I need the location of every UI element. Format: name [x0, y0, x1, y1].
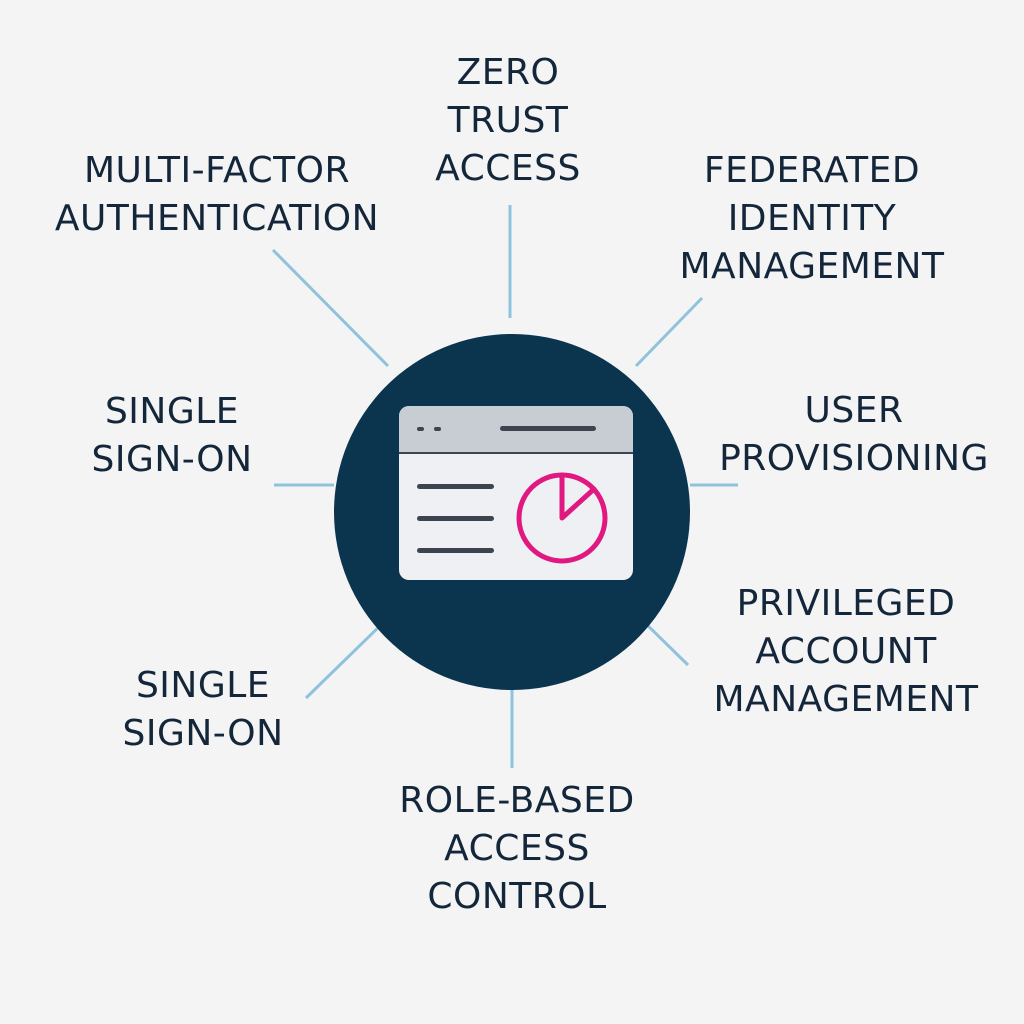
label-line: ACCOUNT: [755, 631, 937, 672]
text-line-1: [417, 484, 494, 489]
label-line: PROVISIONING: [719, 438, 989, 479]
label-line: SINGLE: [104, 391, 240, 432]
label-federated-identity-management: FEDERATED IDENTITY MANAGEMENT: [652, 147, 972, 291]
browser-window-with-pie-chart-icon: [399, 406, 633, 580]
label-user-provisioning: USER PROVISIONING: [704, 387, 1004, 483]
label-line: USER: [804, 390, 904, 431]
label-line: AUTHENTICATION: [54, 198, 380, 239]
label-line: ZERO: [456, 52, 560, 93]
label-line: MANAGEMENT: [713, 679, 979, 720]
label-line: ACCESS: [444, 828, 590, 869]
label-single-sign-on-upper: SINGLE SIGN-ON: [62, 388, 282, 484]
connector-single-sign-on-lower: [304, 618, 388, 700]
label-line: ACCESS: [435, 148, 581, 189]
label-line: CONTROL: [427, 876, 607, 917]
text-line-2: [417, 516, 494, 521]
label-line: PRIVILEGED: [736, 583, 956, 624]
label-line: SIGN-ON: [91, 439, 253, 480]
label-line: IDENTITY: [727, 198, 897, 239]
pie-chart-slice: [559, 472, 597, 521]
label-zero-trust-access: ZERO TRUST ACCESS: [400, 49, 616, 193]
label-line: MANAGEMENT: [679, 246, 945, 287]
connector-federated-identity-management: [634, 296, 704, 368]
label-line: SINGLE: [135, 665, 271, 706]
connector-multi-factor-authentication: [271, 248, 390, 368]
label-role-based-access-control: ROLE-BASED ACCESS CONTROL: [362, 777, 672, 921]
label-line: ROLE-BASED: [399, 780, 635, 821]
label-line: TRUST: [447, 100, 569, 141]
window-dot-2: [434, 427, 441, 431]
text-line-3: [417, 548, 494, 553]
address-bar-line: [500, 426, 596, 431]
label-line: SIGN-ON: [122, 713, 284, 754]
label-line: MULTI-FACTOR: [84, 150, 350, 191]
label-line: FEDERATED: [703, 150, 921, 191]
label-single-sign-on-lower: SINGLE SIGN-ON: [93, 662, 313, 758]
label-multi-factor-authentication: MULTI-FACTOR AUTHENTICATION: [32, 147, 402, 243]
label-privileged-account-management: PRIVILEGED ACCOUNT MANAGEMENT: [686, 580, 1006, 724]
window-dot-1: [417, 427, 424, 431]
